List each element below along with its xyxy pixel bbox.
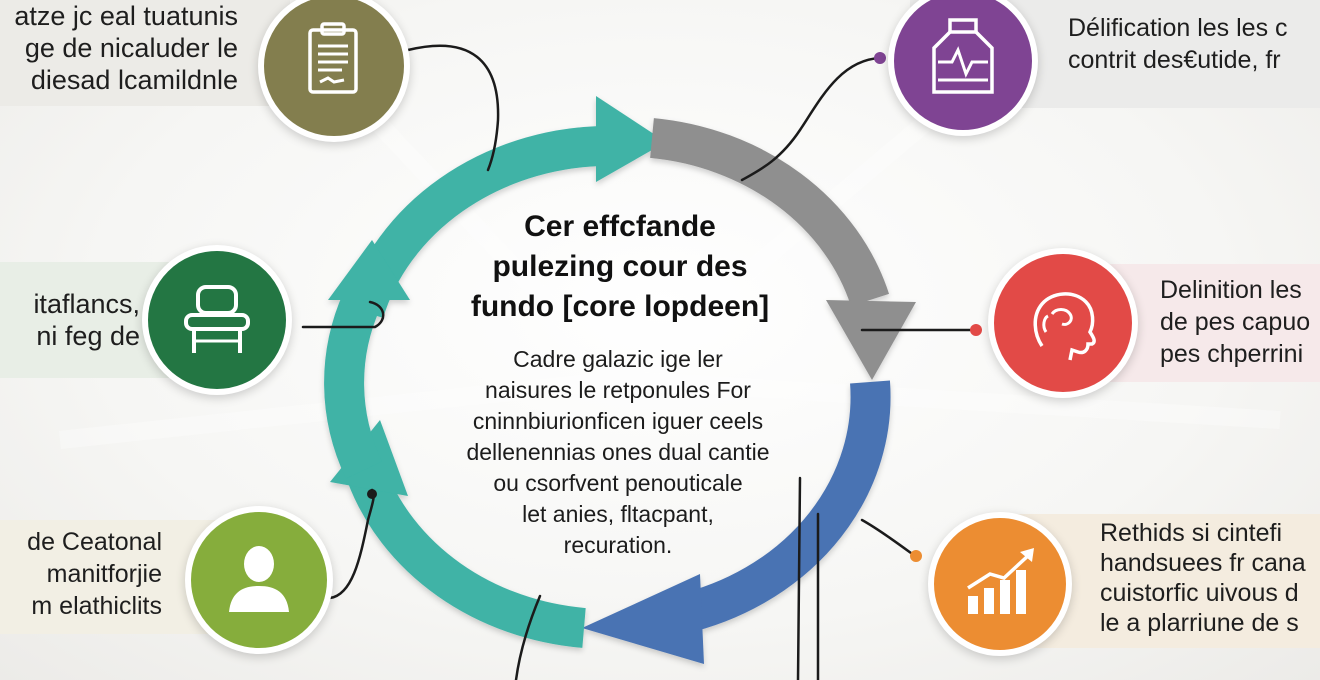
center-body-line: ou csorfvent penouticale xyxy=(493,470,743,496)
cycle-arrowhead-grey xyxy=(826,300,916,380)
connector-middle-left xyxy=(301,300,385,329)
bar-chart-growth-icon xyxy=(928,512,1072,656)
panel-text-line: diesad lcamildnle xyxy=(30,65,238,95)
panel-text-line: de Ceatonal xyxy=(27,528,162,556)
panel-text-line: m elathiclits xyxy=(31,592,162,620)
cycle-arrows xyxy=(324,96,916,664)
cycle-arrow-teal-left xyxy=(324,291,383,479)
info-panel-top-left: atze jc eal tuatunis ge de nicaluder le … xyxy=(0,0,290,106)
panel-text-line: atze jc eal tuatunis xyxy=(14,1,238,31)
head-profile-icon xyxy=(988,248,1138,398)
panel-text-line: Rethids si cintefi xyxy=(1100,519,1283,547)
panel-text-line: ni feg de xyxy=(36,321,140,351)
panel-text-line: Delinition les xyxy=(1160,276,1302,304)
cycle-arrowhead-teal-left xyxy=(328,240,410,300)
cycle-arrow-grey xyxy=(649,118,890,307)
chair-icon xyxy=(142,245,292,395)
connector-dot-bottom-right xyxy=(910,550,922,562)
center-description: Cadre galazic ige ler naisures le retpon… xyxy=(418,344,818,561)
center-body-line: naisures le retponules For xyxy=(485,377,751,403)
panel-text-line: cuistorfic uivous d xyxy=(1100,579,1299,607)
cycle-arrow-teal-lower xyxy=(347,466,586,648)
center-body-line: Cadre galazic ige ler xyxy=(513,346,723,372)
connector-bottom-center-left xyxy=(514,594,542,680)
panel-text-line: contrit des€utide, fr xyxy=(1068,46,1281,74)
cycle-arrow-blue xyxy=(684,380,891,632)
center-body-line: recuration. xyxy=(563,532,673,558)
cycle-arrowhead-blue xyxy=(582,574,704,664)
panel-text-line: de pes capuo xyxy=(1160,308,1311,336)
center-body-line: cninnbiurionficen iguer ceels xyxy=(472,408,764,434)
jar-pulse-icon xyxy=(888,0,1038,136)
connector-dot-middle-right xyxy=(970,324,982,336)
center-title: Cer effcfande pulezing cour des fundo [c… xyxy=(420,207,820,327)
center-title-line: fundo [core lopdeen] xyxy=(470,290,770,323)
connector-dot-top-right xyxy=(874,52,886,64)
connector-top-right xyxy=(740,56,882,182)
cycle-arrowhead-teal-upper xyxy=(596,96,666,182)
panel-text-line: handsuees fr cana xyxy=(1100,549,1306,577)
panel-text-line: ge de nicaluder le xyxy=(24,33,238,63)
connector-lower-right-inner xyxy=(796,476,802,680)
connector-lines xyxy=(301,44,977,680)
panel-text-line: le a plarriune de s xyxy=(1100,609,1299,637)
center-title-line: pulezing cour des xyxy=(492,250,748,283)
center-body-line: let anies, fltacpant, xyxy=(522,501,714,527)
panel-text-line: pes chperrini xyxy=(1160,340,1304,368)
connector-top-left xyxy=(406,44,500,172)
connector-dot-bottom-left xyxy=(367,489,377,499)
clipboard-icon xyxy=(258,0,410,142)
person-icon xyxy=(185,506,333,654)
panel-text-line: Délification les les c xyxy=(1068,14,1288,42)
panel-text-line: manitforjie xyxy=(46,560,162,588)
connector-bottom-right xyxy=(860,518,917,558)
panel-text-line: itaflancs, xyxy=(33,289,140,319)
center-title-line: Cer effcfande xyxy=(524,210,716,243)
center-body-line: dellenennias ones dual cantie xyxy=(466,439,770,465)
